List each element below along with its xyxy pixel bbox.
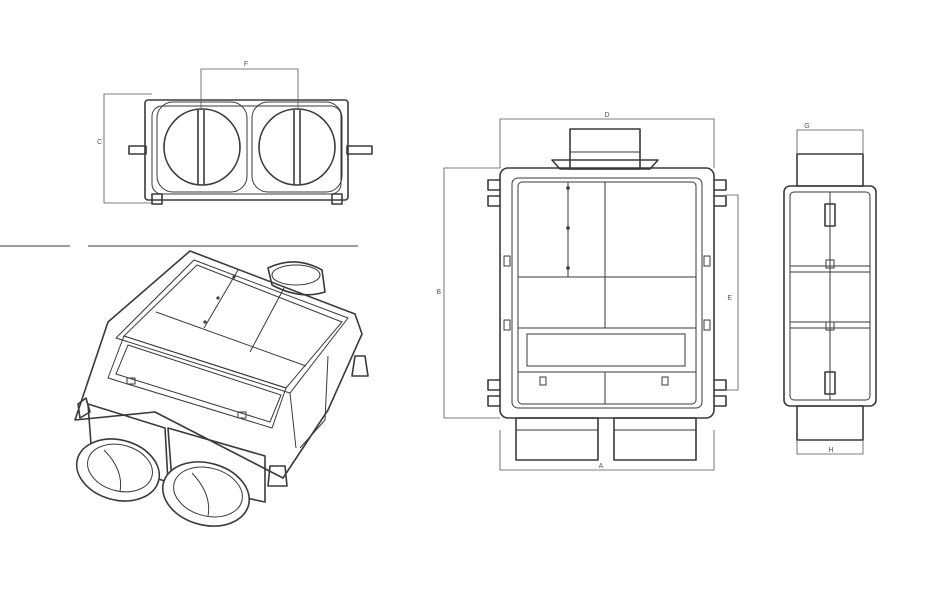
dimension-label-c: C bbox=[97, 139, 102, 146]
dimension-label-g: G bbox=[804, 123, 809, 130]
side-view: G H bbox=[783, 123, 877, 455]
dimension-label-d: D bbox=[604, 112, 609, 119]
dimension-label-a: A bbox=[599, 463, 604, 470]
dimension-label-h: H bbox=[828, 447, 833, 454]
isometric-view bbox=[74, 250, 369, 527]
dimension-label-f: F bbox=[244, 61, 248, 68]
dimension-label-e: E bbox=[727, 295, 732, 302]
top-view: F C bbox=[0, 61, 373, 247]
dimension-label-b: B bbox=[436, 289, 441, 296]
front-view: D B E A bbox=[436, 112, 739, 471]
